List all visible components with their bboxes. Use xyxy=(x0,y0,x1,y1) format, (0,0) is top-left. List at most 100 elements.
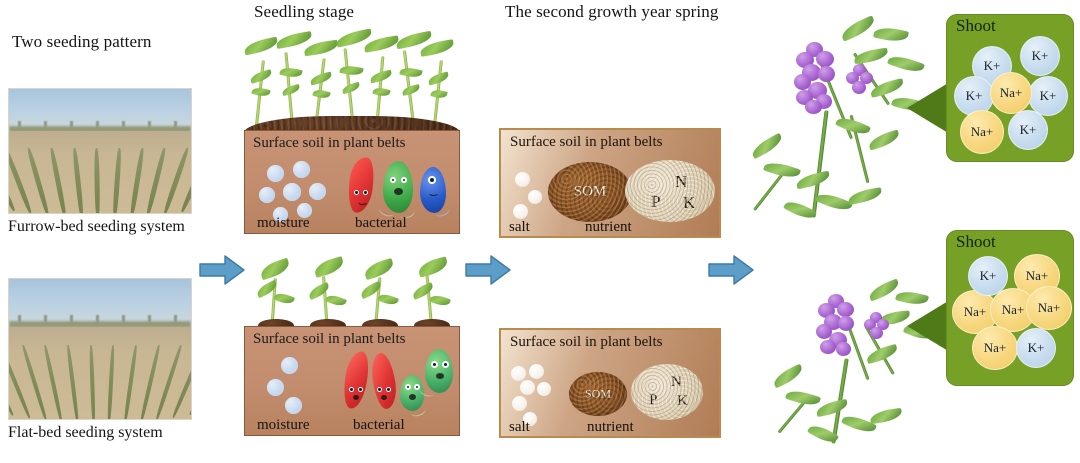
page-title-second-year: The second growth year spring xyxy=(505,2,719,21)
mouth-frown xyxy=(436,373,444,379)
moisture-drop xyxy=(309,183,326,200)
bacterium-body xyxy=(345,155,377,215)
bacterium-green xyxy=(377,161,417,221)
moisture-drop xyxy=(283,183,301,201)
shoot-box-furrow: Shoot K+ K+ K+ K+ K+ Na+ Na+ xyxy=(946,14,1074,162)
moisture-drop xyxy=(297,203,312,218)
ion-na: Na+ xyxy=(1026,286,1072,330)
salt-particle xyxy=(537,382,551,396)
eye xyxy=(428,176,436,184)
photo-flat-bed xyxy=(8,278,192,420)
leaf xyxy=(325,292,347,309)
bacterial-label: bacterial xyxy=(353,417,405,433)
npk-k: K xyxy=(683,193,696,212)
moisture-drop xyxy=(259,187,275,203)
seedling xyxy=(306,256,350,333)
mouth-frown xyxy=(409,394,416,400)
bacterium-blue xyxy=(420,167,452,219)
npk-blob: N P K xyxy=(625,160,715,222)
nutrient-label: nutrient xyxy=(587,419,634,435)
seedling xyxy=(419,30,458,134)
eye xyxy=(390,177,396,183)
alfalfa-plant-top xyxy=(742,14,957,234)
npk-n: N xyxy=(675,172,688,191)
ion-na: Na+ xyxy=(990,72,1032,114)
ion-k: K+ xyxy=(1028,76,1068,116)
leaf xyxy=(866,129,902,151)
eye xyxy=(349,387,354,392)
nutrient-box-header: Surface soil in plant belts xyxy=(510,334,663,350)
mouth-frown xyxy=(381,395,387,400)
leaf xyxy=(838,15,878,42)
moisture-drop xyxy=(267,379,284,396)
bacterium-body xyxy=(383,161,413,213)
soil-box-flat: Surface soil in plant belts moisture bac… xyxy=(244,326,460,436)
bacterium-body xyxy=(340,349,372,411)
bacterial-label: bacterial xyxy=(355,215,407,231)
flow-arrow-3 xyxy=(708,254,754,286)
leaf xyxy=(303,39,339,57)
nutrient-box-header: Surface soil in plant belts xyxy=(510,134,663,150)
moisture-drop xyxy=(293,161,310,178)
eye xyxy=(386,387,391,392)
shoot-header: Shoot xyxy=(956,232,996,251)
bacterium-body xyxy=(369,351,399,411)
leaf xyxy=(815,398,849,418)
leaf xyxy=(416,256,450,278)
ion-k: K+ xyxy=(1020,36,1060,76)
nutrient-label: nutrient xyxy=(585,219,632,235)
ion-k: K+ xyxy=(1016,328,1056,368)
leaf xyxy=(339,63,364,78)
npk-p: P xyxy=(651,192,661,211)
leaf xyxy=(258,257,292,281)
salt-particle xyxy=(529,364,544,379)
som-blob: SOM xyxy=(548,162,632,222)
bacterium-red xyxy=(345,155,377,215)
som-label: SOM xyxy=(573,183,607,200)
salt-particle xyxy=(528,190,542,204)
leaf xyxy=(795,170,831,190)
salt-particle xyxy=(523,412,537,426)
soil-box-furrow: Surface soil in plant belts moisture bac… xyxy=(244,130,460,234)
moisture-drop xyxy=(273,207,288,222)
leaf xyxy=(783,197,817,223)
seedling-group-bottom xyxy=(244,256,460,333)
leaf xyxy=(372,85,391,99)
seedling-group-top xyxy=(243,24,460,140)
leaf xyxy=(363,35,400,53)
leaf xyxy=(841,411,877,437)
leaf xyxy=(312,256,346,278)
seedling xyxy=(243,30,280,134)
leaf xyxy=(873,24,909,45)
photo-furrow-bed xyxy=(8,88,192,214)
npk-n: N xyxy=(671,374,682,390)
leaf xyxy=(770,363,806,389)
mouth-smile xyxy=(428,189,439,196)
leaf xyxy=(853,47,889,65)
flower-cluster-large xyxy=(794,42,836,114)
bacterium-green xyxy=(417,349,453,399)
soil-box-header: Surface soil in plant belts xyxy=(253,135,406,151)
bacterium-red xyxy=(369,351,399,411)
seedling xyxy=(410,256,454,333)
moisture-label: moisture xyxy=(257,417,310,433)
eye xyxy=(405,384,411,390)
page-title-seedling: Seedling stage xyxy=(254,2,355,21)
moisture-drop xyxy=(281,357,298,374)
eye xyxy=(401,177,407,183)
som-label: SOM xyxy=(584,386,611,401)
leaf xyxy=(430,88,448,100)
photo-crop-rows xyxy=(9,131,191,213)
eye xyxy=(358,387,363,392)
bacterium-green xyxy=(400,375,428,419)
mouth-frown xyxy=(394,188,403,195)
eye xyxy=(442,361,449,368)
ion-na: Na+ xyxy=(972,326,1018,370)
salt-label: salt xyxy=(509,219,530,235)
flower-cluster-small xyxy=(846,64,874,96)
nutrient-box-furrow: Surface soil in plant belts salt SOM N P… xyxy=(499,128,721,238)
eye xyxy=(414,384,420,390)
npk-blob: N P K xyxy=(631,364,703,420)
eye xyxy=(354,190,359,195)
leaf xyxy=(243,36,279,56)
